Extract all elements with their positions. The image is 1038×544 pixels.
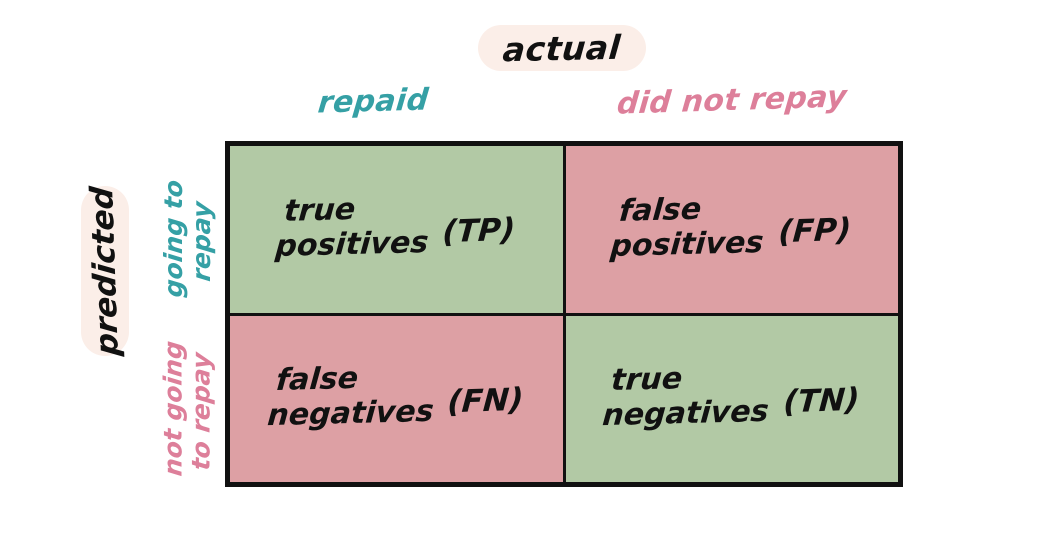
matrix-cell-true-positives-abbr: (TP) — [441, 211, 517, 251]
matrix-cell-true-positives-label: true positives — [274, 190, 433, 265]
cell-fn-line2: negatives — [265, 394, 435, 434]
matrix-cell-false-positives-abbr: (FP) — [777, 211, 853, 251]
matrix-cell-false-negatives: false negatives (FN) — [230, 315, 563, 482]
matrix-cell-true-positives: true positives (TP) — [230, 146, 563, 313]
row-header-not-going-to-repay-line2: to repay — [186, 351, 216, 472]
confusion-matrix-grid: true positives (TP) false positives (FP)… — [225, 141, 903, 487]
matrix-cell-true-negatives-label: true negatives — [601, 359, 773, 434]
actual-axis-title-label: actual — [501, 27, 623, 69]
row-header-not-going-to-repay-line1: not going — [158, 339, 188, 478]
matrix-cell-false-positives: false positives (FP) — [565, 146, 898, 313]
cell-fp-line1: false — [618, 191, 703, 229]
matrix-cell-true-negatives-abbr: (TN) — [782, 381, 861, 421]
matrix-cell-false-positives-label: false positives — [609, 190, 768, 265]
predicted-axis-title: predicted — [81, 185, 129, 357]
matrix-cell-false-negatives-label: false negatives — [266, 359, 438, 434]
predicted-axis-title-label: predicted — [84, 185, 126, 357]
row-header-not-going-to-repay: not going to repay — [158, 300, 216, 521]
matrix-cell-true-negatives: true negatives (TN) — [565, 315, 898, 482]
cell-tn-line2: negatives — [601, 394, 771, 434]
actual-axis-title: actual — [478, 25, 646, 71]
matrix-cell-false-negatives-abbr: (FN) — [446, 381, 525, 421]
cell-fp-line2: positives — [609, 225, 766, 265]
cell-tn-line1: true — [609, 361, 684, 399]
column-header-did-not-repay: did not repay — [615, 79, 849, 122]
cell-fn-line1: false — [274, 361, 360, 399]
cell-tp-line2: positives — [273, 225, 430, 265]
cell-tp-line1: true — [282, 191, 357, 229]
column-header-repaid: repaid — [316, 82, 431, 121]
